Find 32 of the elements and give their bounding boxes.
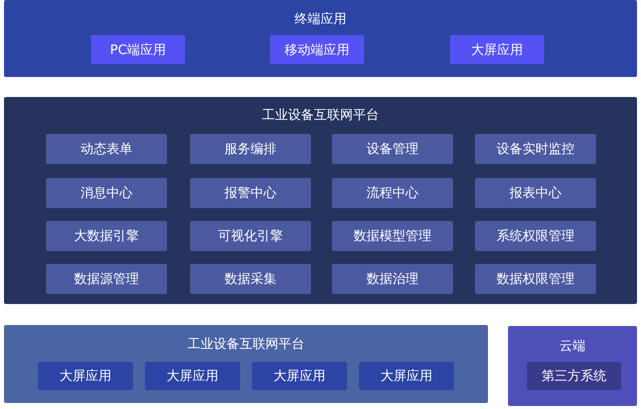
module-box: 移动端应用: [270, 35, 364, 64]
layer-panel: [508, 326, 637, 406]
module-box: 服务编排: [190, 134, 311, 164]
layer-title: 工业设备互联网平台: [188, 336, 304, 353]
module-box: 数据采集: [190, 264, 311, 294]
module-box: 消息中心: [46, 178, 167, 208]
module-box: 流程中心: [332, 178, 453, 208]
module-box: 报表中心: [475, 178, 596, 208]
module-box: 数据模型管理: [332, 221, 453, 251]
module-box: 大数据引擎: [46, 221, 167, 251]
layer-panel: [4, 97, 637, 304]
module-box: 数据治理: [332, 264, 453, 294]
module-box: 可视化引擎: [190, 221, 311, 251]
layer-panel: [4, 0, 637, 77]
module-box: 系统权限管理: [475, 221, 596, 251]
module-box: 数据权限管理: [475, 264, 596, 294]
module-box: 动态表单: [46, 134, 167, 164]
module-box: 设备实时监控: [475, 134, 596, 164]
module-box: 第三方系统: [527, 362, 621, 390]
module-box: 大屏应用: [38, 362, 133, 390]
layer-title: 工业设备互联网平台: [262, 107, 379, 124]
module-box: 大屏应用: [145, 362, 240, 390]
module-box: 大屏应用: [450, 35, 544, 64]
module-box: 报警中心: [190, 178, 311, 208]
module-box: 大屏应用: [252, 362, 347, 390]
module-box: 数据源管理: [46, 264, 167, 294]
layer-panel: [4, 325, 488, 403]
module-box: 大屏应用: [359, 362, 454, 390]
layer-title: 终端应用: [294, 11, 346, 28]
module-box: PC端应用: [91, 35, 185, 64]
layer-title: 云端: [560, 338, 586, 355]
module-box: 设备管理: [332, 134, 453, 164]
